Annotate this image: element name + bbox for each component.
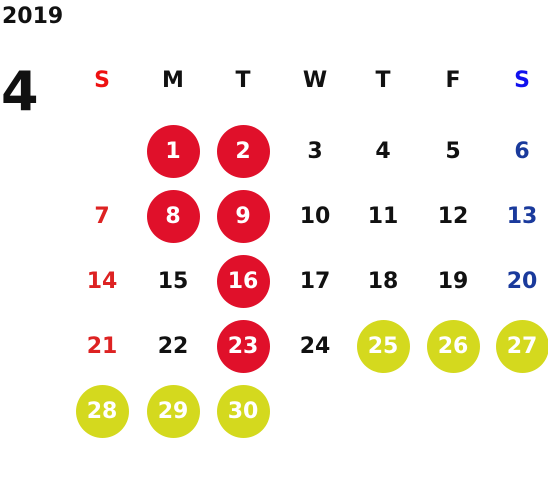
calendar-day[interactable]: 26: [426, 319, 480, 373]
calendar-day[interactable]: 18: [367, 268, 399, 294]
calendar-day[interactable]: 25: [356, 319, 410, 373]
weekday-header: F: [445, 68, 461, 93]
weekday-header: M: [162, 68, 184, 93]
calendar-day[interactable]: 10: [299, 203, 331, 229]
weekday-header: S: [94, 68, 110, 93]
calendar-day[interactable]: 13: [506, 203, 538, 229]
weekday-header: T: [375, 68, 391, 93]
calendar-day[interactable]: 20: [506, 268, 538, 294]
calendar-day[interactable]: 28: [75, 384, 129, 438]
calendar-day[interactable]: 21: [86, 333, 118, 359]
calendar-day[interactable]: 24: [299, 333, 331, 359]
calendar-day[interactable]: 27: [495, 319, 548, 373]
calendar-day[interactable]: 12: [437, 203, 469, 229]
calendar-day[interactable]: 1: [146, 124, 200, 178]
calendar-day[interactable]: 30: [216, 384, 270, 438]
calendar-day[interactable]: 7: [94, 203, 110, 229]
weekday-header: S: [514, 68, 530, 93]
calendar-day[interactable]: 11: [367, 203, 399, 229]
calendar-day[interactable]: 9: [216, 189, 270, 243]
calendar-day[interactable]: 16: [216, 254, 270, 308]
calendar-day[interactable]: 22: [157, 333, 189, 359]
calendar-day[interactable]: 4: [375, 138, 391, 164]
calendar-day[interactable]: 6: [514, 138, 530, 164]
calendar-day[interactable]: 29: [146, 384, 200, 438]
weekday-header: T: [235, 68, 251, 93]
calendar-day[interactable]: 8: [146, 189, 200, 243]
calendar-day[interactable]: 5: [445, 138, 461, 164]
calendar-day[interactable]: 3: [307, 138, 323, 164]
calendar-day[interactable]: 17: [299, 268, 331, 294]
calendar-day[interactable]: 2: [216, 124, 270, 178]
calendar-day[interactable]: 15: [157, 268, 189, 294]
calendar-day[interactable]: 19: [437, 268, 469, 294]
weekday-header: W: [302, 68, 328, 93]
calendar-day[interactable]: 14: [86, 268, 118, 294]
calendar-day[interactable]: 23: [216, 319, 270, 373]
calendar-year: 2019: [2, 4, 64, 29]
calendar-month: 4: [1, 60, 39, 123]
